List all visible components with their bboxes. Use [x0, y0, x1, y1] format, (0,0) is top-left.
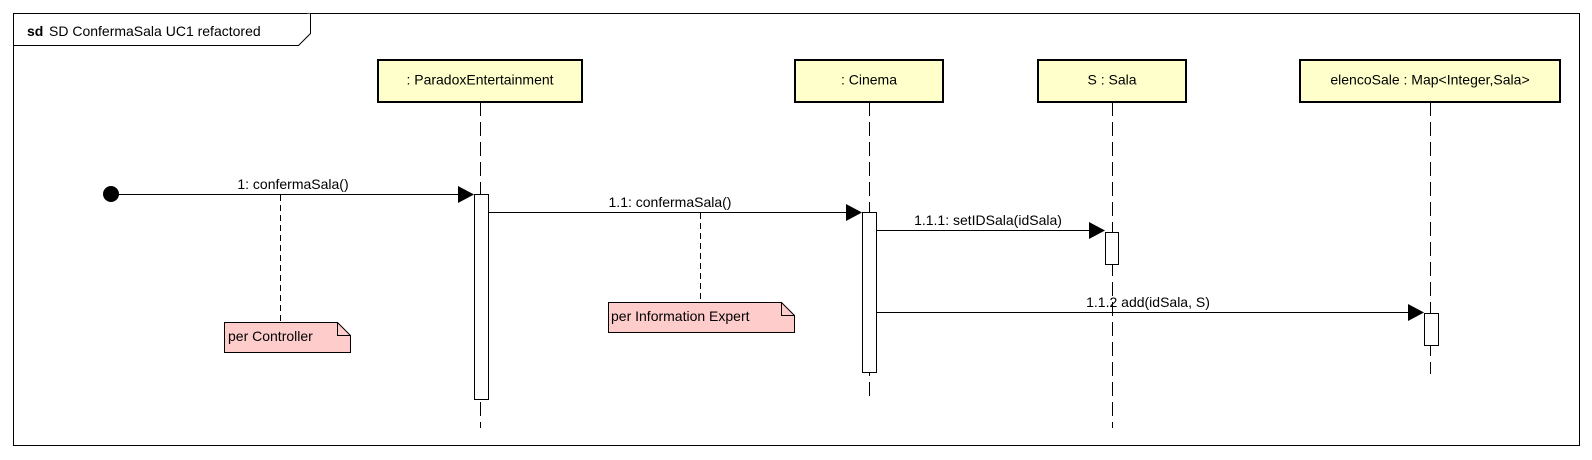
note-text: per Information Expert — [611, 308, 750, 324]
note-fold — [337, 322, 351, 336]
lifeline-head-box — [794, 59, 944, 103]
message-1: 1: confermaSala() — [103, 176, 474, 203]
lifeline-paradox: : ParadoxEntertainment — [377, 59, 583, 103]
activation-bars — [474, 194, 1439, 400]
lifeline-label: : Cinema — [841, 72, 897, 88]
message-arrowhead — [846, 204, 862, 221]
lifeline-label: S : Sala — [1087, 72, 1136, 88]
lifeline-head-box — [1299, 59, 1561, 103]
frame-title: SD ConfermaSala UC1 refactored — [49, 23, 261, 39]
note-shape — [608, 302, 795, 333]
message-label: 1.1.1: setIDSala(idSala) — [914, 212, 1062, 228]
lifeline-label: : ParadoxEntertainment — [406, 72, 553, 88]
activation-paradox — [474, 194, 489, 400]
diagram-frame — [13, 13, 1580, 446]
activation-sala — [1105, 232, 1119, 265]
frame-keyword: sd — [27, 23, 43, 39]
message-1-1-1: 1.1.1: setIDSala(idSala) — [876, 212, 1105, 239]
message-arrowhead — [458, 186, 474, 203]
message-arrowhead — [1089, 222, 1105, 239]
note-information-expert: per Information Expert — [608, 302, 795, 333]
lifeline-label: elencoSale : Map<Integer,Sala> — [1330, 72, 1529, 88]
note-controller: per Controller — [224, 322, 351, 353]
message-label: 1.1: confermaSala() — [609, 194, 732, 210]
note-fold — [781, 302, 795, 316]
note-connectors — [280, 195, 701, 322]
lifeline-head-box — [1037, 59, 1187, 103]
activation-elenco — [1424, 313, 1439, 346]
activation-cinema — [862, 212, 877, 373]
lifeline-cinema: : Cinema — [794, 59, 944, 103]
note-shape — [224, 322, 351, 353]
message-1-1: 1.1: confermaSala() — [488, 194, 862, 221]
frame-title-tab — [13, 13, 311, 46]
message-arrowhead — [1408, 304, 1424, 321]
message-label: 1: confermaSala() — [237, 176, 348, 192]
lifeline-sala: S : Sala — [1037, 59, 1187, 103]
note-text: per Controller — [228, 328, 313, 344]
message-1-1-2: 1.1.2 add(idSala, S) — [876, 294, 1424, 321]
lifeline-head-box — [377, 59, 583, 103]
message-label: 1.1.2 add(idSala, S) — [1086, 294, 1210, 310]
lifeline-elenco: elencoSale : Map<Integer,Sala> — [1299, 59, 1561, 103]
lifeline-lines — [480, 102, 1431, 428]
